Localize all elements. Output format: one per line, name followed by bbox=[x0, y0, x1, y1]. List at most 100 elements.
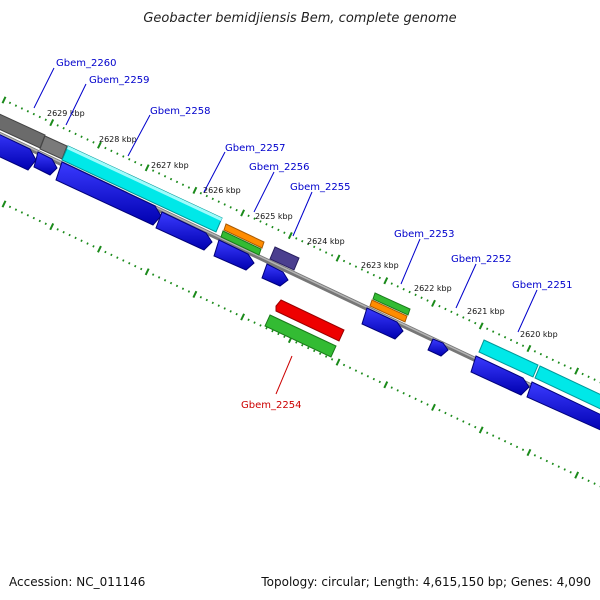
minor-tick bbox=[521, 448, 525, 451]
kbp-label: 2626 kbp bbox=[203, 186, 241, 195]
minor-tick bbox=[283, 231, 286, 234]
feature-track bbox=[0, 113, 600, 432]
minor-tick bbox=[62, 230, 65, 234]
feature-gbem-2257-orange[interactable] bbox=[223, 223, 265, 249]
minor-tick bbox=[366, 375, 370, 378]
major-tick bbox=[431, 403, 436, 411]
minor-tick bbox=[223, 307, 226, 310]
cds-arrow[interactable] bbox=[526, 381, 600, 432]
minor-tick bbox=[8, 205, 12, 209]
gene-label-gbem-2256[interactable]: Gbem_2256 bbox=[249, 162, 309, 173]
cds-arrow[interactable] bbox=[33, 151, 58, 176]
minor-tick bbox=[247, 318, 250, 322]
minor-tick bbox=[56, 228, 59, 231]
minor-tick bbox=[551, 358, 554, 362]
minor-tick bbox=[44, 118, 47, 122]
cds-arrow[interactable] bbox=[361, 307, 404, 340]
kbp-label: 2629 kbp bbox=[47, 109, 85, 118]
gene-label-gbem-2259[interactable]: Gbem_2259 bbox=[89, 75, 149, 86]
major-tick bbox=[335, 358, 341, 366]
gene-label-gbem-2253[interactable]: Gbem_2253 bbox=[394, 229, 454, 240]
minor-tick bbox=[372, 377, 375, 381]
gene-label-gbem-2257[interactable]: Gbem_2257 bbox=[225, 143, 285, 154]
major-tick bbox=[574, 471, 580, 479]
minor-tick bbox=[32, 216, 35, 220]
minor-tick bbox=[390, 282, 393, 285]
cds-arrow[interactable] bbox=[213, 239, 255, 271]
gene-label-gbem-2252[interactable]: Gbem_2252 bbox=[451, 254, 511, 265]
feature-gbem-2251-b[interactable] bbox=[534, 365, 600, 411]
major-tick bbox=[526, 448, 532, 457]
gene-label-gbem-2260[interactable]: Gbem_2260 bbox=[56, 58, 116, 69]
major-tick bbox=[97, 245, 102, 253]
feature-gbem-2258[interactable] bbox=[61, 145, 223, 233]
minor-tick bbox=[283, 335, 286, 338]
minor-tick bbox=[533, 454, 537, 457]
minor-tick bbox=[587, 375, 590, 379]
cds-arrow[interactable] bbox=[155, 211, 213, 251]
feature-gbem-2254-green[interactable] bbox=[264, 314, 337, 358]
cds-arrow[interactable] bbox=[427, 338, 449, 357]
kbp-label: 2620 kbp bbox=[520, 330, 558, 339]
minor-tick bbox=[557, 361, 560, 364]
minor-tick bbox=[217, 200, 220, 203]
minor-tick bbox=[277, 228, 280, 232]
minor-tick bbox=[140, 267, 143, 271]
minor-tick bbox=[205, 298, 208, 302]
minor-tick bbox=[503, 439, 507, 443]
minor-tick bbox=[14, 104, 18, 107]
cds-arrow[interactable] bbox=[470, 355, 530, 396]
minor-tick bbox=[259, 220, 262, 223]
minor-tick bbox=[104, 146, 107, 150]
minor-tick bbox=[38, 115, 41, 119]
minor-tick bbox=[62, 126, 65, 130]
minor-tick bbox=[295, 237, 298, 240]
major-tick bbox=[574, 367, 580, 375]
minor-tick bbox=[151, 273, 155, 276]
minor-tick bbox=[551, 462, 554, 466]
minor-tick bbox=[450, 310, 453, 314]
gene-label-gbem-2258[interactable]: Gbem_2258 bbox=[150, 106, 210, 117]
minor-tick bbox=[378, 380, 381, 384]
minor-tick bbox=[175, 180, 179, 184]
feature-gbem-2251[interactable] bbox=[478, 339, 539, 378]
feature-gbem-2253-green[interactable] bbox=[372, 292, 411, 316]
minor-tick bbox=[217, 304, 220, 307]
minor-tick bbox=[187, 290, 191, 293]
minor-tick bbox=[199, 295, 203, 299]
gene-label-gbem-2251[interactable]: Gbem_2251 bbox=[512, 280, 572, 291]
feature-gbem-2253-orange[interactable] bbox=[369, 299, 408, 323]
gene-label-gbem-2255[interactable]: Gbem_2255 bbox=[290, 182, 350, 193]
minor-tick bbox=[157, 276, 161, 279]
cds-arrow[interactable] bbox=[0, 130, 37, 171]
feature-gbem-2254-red[interactable] bbox=[275, 299, 345, 342]
minor-tick bbox=[587, 479, 590, 483]
feature-gbem-2257-green[interactable] bbox=[220, 230, 262, 256]
minor-tick bbox=[313, 245, 316, 249]
gene-label-gbem-2254[interactable]: Gbem_2254 bbox=[241, 400, 301, 411]
minor-tick bbox=[509, 338, 513, 342]
cds-arrow[interactable] bbox=[55, 161, 162, 226]
minor-tick bbox=[408, 394, 411, 398]
minor-tick bbox=[74, 132, 77, 136]
feature-gbem-2255[interactable] bbox=[269, 246, 300, 271]
minor-tick bbox=[450, 414, 453, 418]
minor-tick bbox=[366, 271, 370, 274]
minor-tick bbox=[235, 312, 238, 316]
minor-tick bbox=[247, 214, 250, 218]
kbp-label: 2628 kbp bbox=[99, 135, 137, 144]
minor-tick bbox=[44, 222, 47, 226]
minor-tick bbox=[360, 268, 364, 271]
minor-tick bbox=[402, 287, 405, 291]
minor-tick bbox=[545, 355, 548, 359]
minor-tick bbox=[456, 417, 459, 420]
minor-tick bbox=[86, 242, 89, 245]
minor-tick bbox=[265, 223, 268, 226]
minor-tick bbox=[277, 332, 280, 336]
cds-arrow[interactable] bbox=[261, 263, 289, 287]
minor-tick bbox=[396, 285, 399, 288]
minor-tick bbox=[181, 183, 185, 186]
minor-tick bbox=[414, 293, 417, 297]
major-tick bbox=[192, 186, 198, 194]
